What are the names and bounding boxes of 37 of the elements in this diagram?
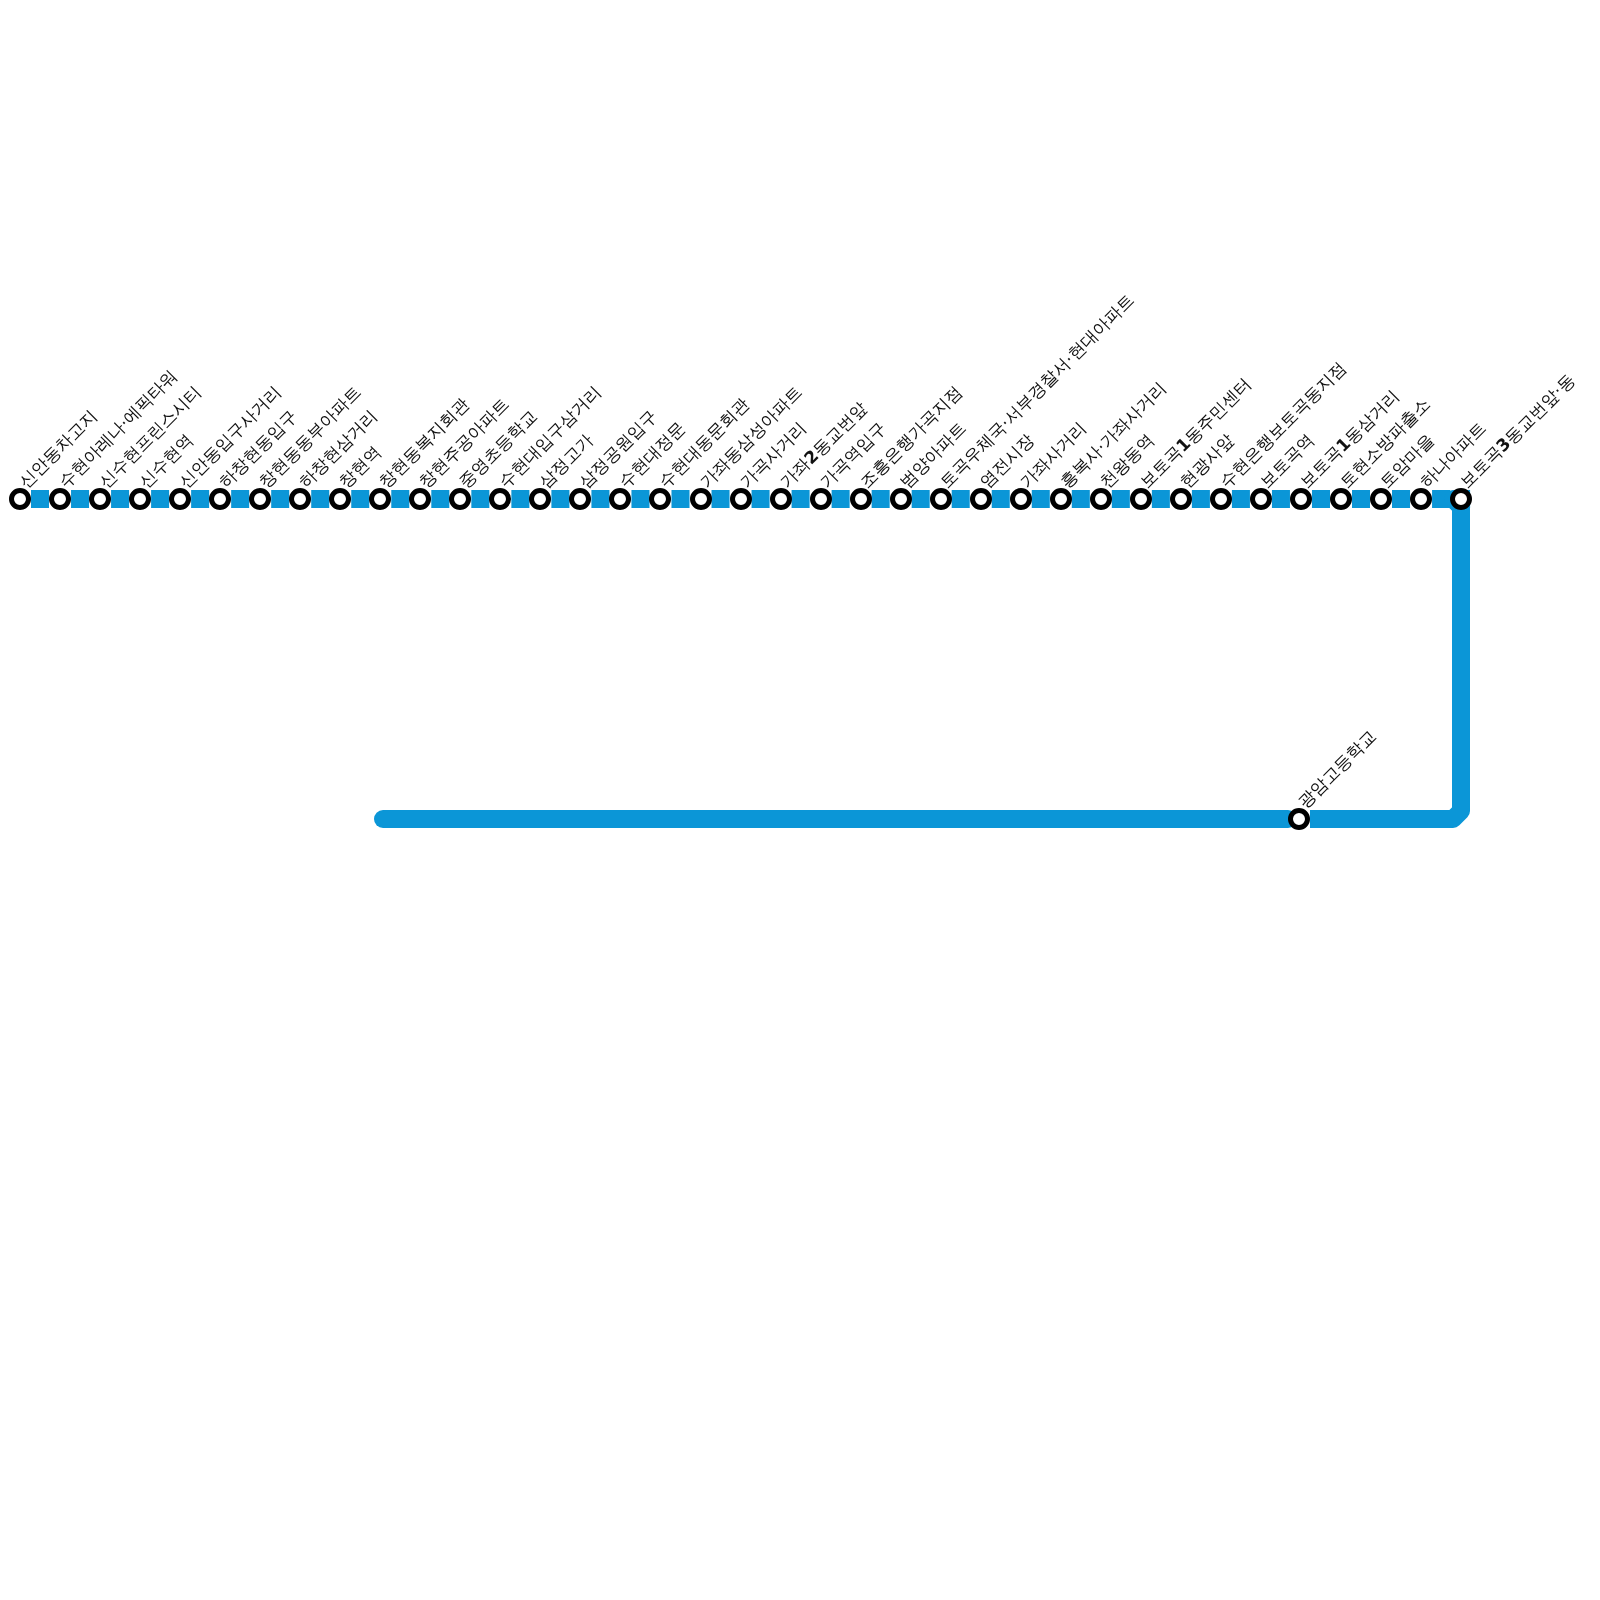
route-line bbox=[631, 490, 650, 508]
route-line bbox=[831, 490, 850, 508]
route-line bbox=[751, 490, 770, 508]
route-line bbox=[1271, 490, 1290, 508]
route-line bbox=[151, 490, 170, 508]
route-line bbox=[671, 490, 690, 508]
route-line bbox=[1031, 490, 1050, 508]
route-line bbox=[351, 490, 370, 508]
route-line bbox=[111, 490, 130, 508]
route-line bbox=[1151, 490, 1170, 508]
route-line bbox=[391, 490, 410, 508]
route-line bbox=[591, 490, 610, 508]
route-line bbox=[791, 490, 810, 508]
route-line bbox=[31, 490, 50, 508]
route-line bbox=[1111, 490, 1130, 508]
route-line bbox=[471, 490, 490, 508]
route-line bbox=[711, 490, 730, 508]
route-line bbox=[1231, 490, 1250, 508]
route-line bbox=[1071, 490, 1090, 508]
route-line bbox=[911, 490, 930, 508]
route-line bbox=[271, 490, 290, 508]
route-line bbox=[1191, 490, 1210, 508]
route-line bbox=[231, 490, 250, 508]
route-line bbox=[991, 490, 1010, 508]
route-line bbox=[311, 490, 330, 508]
route-line bbox=[71, 490, 90, 508]
route-line bbox=[1432, 490, 1451, 508]
route-line bbox=[1352, 490, 1370, 508]
route-line bbox=[871, 490, 890, 508]
route-line bbox=[1311, 490, 1330, 508]
route-line bbox=[511, 490, 530, 508]
route-line bbox=[951, 490, 970, 508]
route-line bbox=[1392, 490, 1411, 508]
route-line bbox=[551, 490, 570, 508]
route-line bbox=[191, 490, 210, 508]
route-line bbox=[431, 490, 450, 508]
route-line bbox=[1310, 490, 1471, 828]
